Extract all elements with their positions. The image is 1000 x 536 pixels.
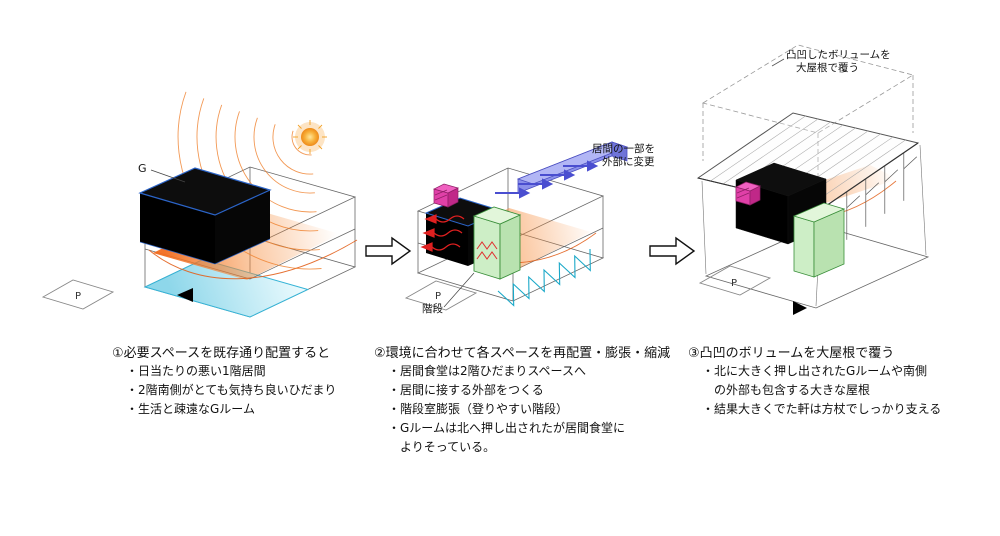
- parking-area: [698, 265, 772, 296]
- bullet-item: ・2階南側がとても気持ち良いひだまり: [126, 383, 337, 397]
- bullet-item: ・居間食堂は2階ひだまりスペースへ: [388, 364, 586, 378]
- step2-bullets: ・居間食堂は2階ひだまりスペースへ ・居間に接する外部をつくる ・階段室膨張（登…: [388, 362, 625, 457]
- accent-volume: [735, 181, 761, 206]
- parking-label: P: [731, 278, 737, 289]
- parking-label: P: [435, 291, 441, 302]
- step2-diagram: P 階段: [404, 141, 629, 315]
- sun-icon: [293, 120, 327, 154]
- step3-diagram: P: [696, 44, 930, 315]
- shrink-zigzag: [497, 248, 591, 307]
- step1-bullets: ・日当たりの悪い1階居間 ・2階南側がとても気持ち良いひだまり ・生活と疎遠なG…: [126, 362, 336, 419]
- stairs-label: 階段: [422, 302, 443, 315]
- stair-volume: [792, 202, 846, 278]
- accent-volume: [433, 183, 459, 208]
- stairs-label-leader: [443, 272, 475, 308]
- note-line: 居間の一部を: [592, 143, 655, 155]
- north-arrow-icon: [177, 288, 193, 302]
- note-line: 外部に変更: [602, 156, 655, 168]
- push-north-arrows: [420, 214, 465, 252]
- parking-label: P: [75, 291, 81, 302]
- bullet-item: よりそっている。: [388, 440, 496, 454]
- bullet-item: ・居間に接する外部をつくる: [388, 383, 544, 397]
- stair-volume: [472, 206, 522, 280]
- bullet-item: ・北に大きく押し出されたGルームや南側: [702, 364, 927, 378]
- parking-area: [41, 279, 115, 310]
- g-label-leader: [150, 169, 186, 183]
- annotation-leader: [771, 58, 785, 67]
- step2-caption: ②環境に合わせて各スペースを再配置・膨張・縮減: [374, 346, 671, 361]
- stair-climb-marks: [476, 241, 498, 260]
- parking-area: [404, 280, 478, 311]
- bullet-item: ・生活と疎遠なGルーム: [126, 402, 255, 416]
- g-room-volume: [138, 167, 272, 265]
- step-arrow-icon: [365, 236, 412, 266]
- note-line: 凸凹したボリュームを: [786, 49, 891, 61]
- exterior-bar-volume: [516, 141, 629, 194]
- bounding-volume-dashed: [701, 44, 915, 183]
- step1-diagram: G P: [41, 91, 358, 318]
- bullet-item: ・結果大きくでた軒は方杖でしっかり支える: [702, 402, 942, 416]
- first-floor-living-slab: [143, 258, 310, 318]
- g-room-label: G: [138, 162, 147, 175]
- north-arrow-icon: [793, 301, 807, 315]
- note-line: 大屋根で覆う: [796, 62, 859, 74]
- step1-caption: ①必要スペースを既存通り配置すると: [112, 346, 331, 361]
- sunlight-contour-line: [148, 239, 358, 280]
- step-arrow-icon: [649, 236, 696, 266]
- exterior-change-note: 居間の一部を 外部に変更: [592, 143, 655, 169]
- step3-bullets: ・北に大きく押し出されたGルームや南側 の外部も包含する大きな屋根 ・結果大きく…: [702, 362, 941, 419]
- step3-caption: ③凸凹のボリュームを大屋根で覆う: [688, 346, 895, 361]
- big-roof-note: 凸凹したボリュームを 大屋根で覆う: [786, 49, 891, 75]
- bullet-item: の外部も包含する大きな屋根: [702, 383, 871, 397]
- bullet-item: ・Gルームは北へ押し出されたが居間食堂に: [388, 421, 625, 435]
- eave-posts-and-braces: [846, 152, 918, 240]
- bullet-item: ・階段室膨張（登りやすい階段）: [388, 402, 569, 416]
- expand-east-arrows: [495, 160, 599, 199]
- bullet-item: ・日当たりの悪い1階居間: [126, 364, 266, 378]
